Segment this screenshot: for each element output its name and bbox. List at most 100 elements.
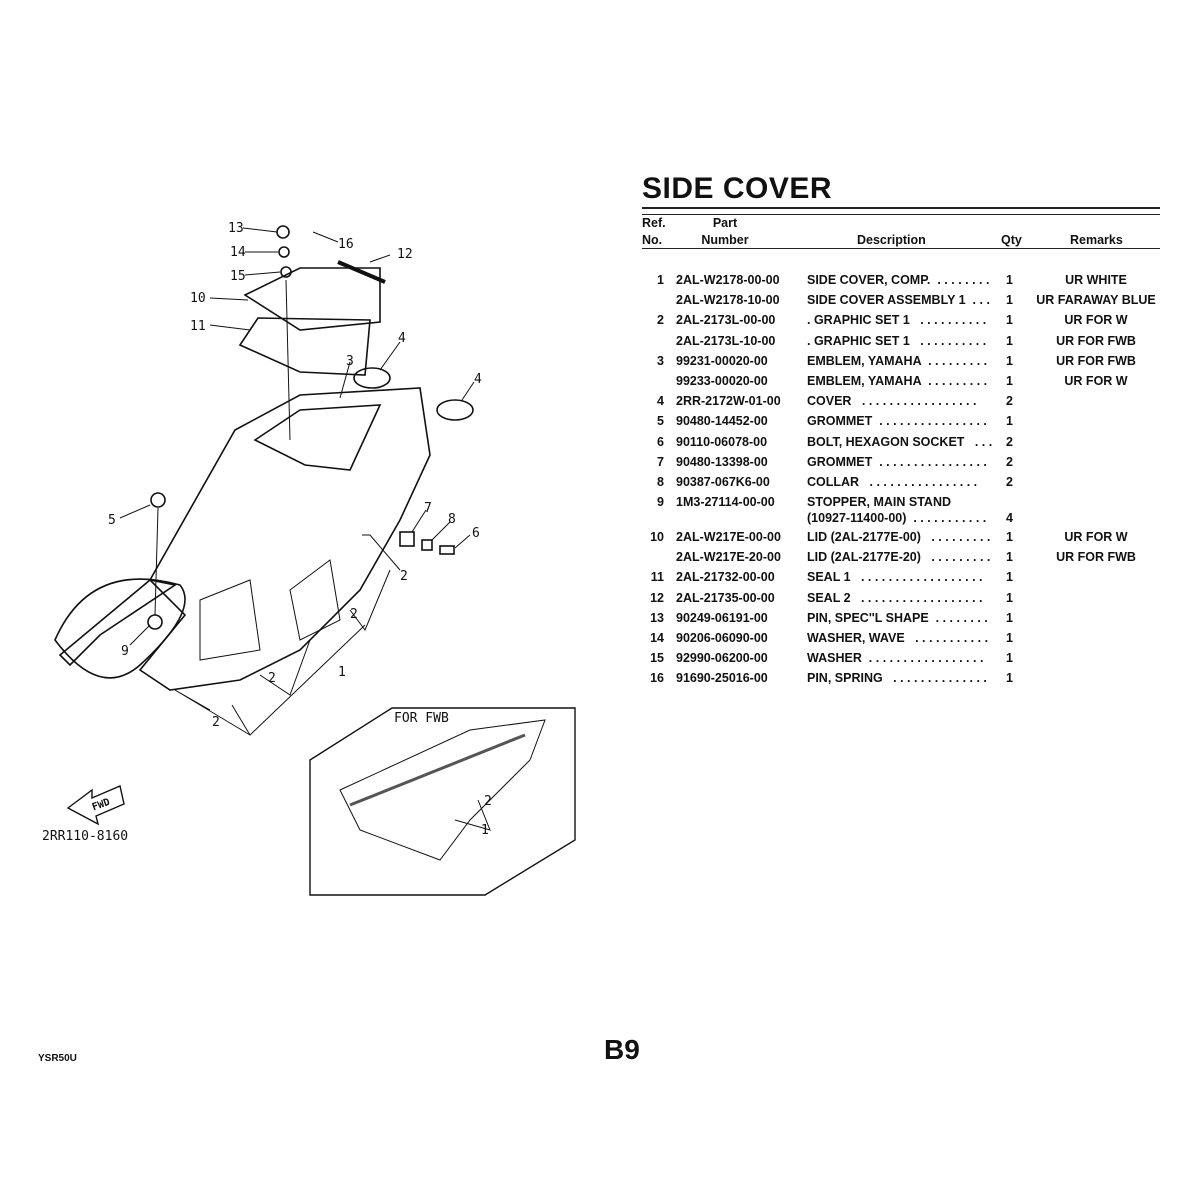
- part-number: 1M3-27114-00-00: [676, 495, 775, 510]
- callout-9: 9: [121, 644, 129, 659]
- remarks: UR FOR W: [1064, 313, 1128, 328]
- description: SIDE COVER, COMP. . . . . . . . .: [807, 273, 990, 287]
- callout-15: 15: [230, 269, 246, 284]
- callout-labels: 13 16 14 12 15 10 11 4 3 4 5 7 8 6 2 2 9…: [42, 221, 492, 844]
- quantity: 2: [1006, 394, 1013, 409]
- quantity: 1: [1006, 610, 1013, 625]
- title-rule: [642, 207, 1160, 215]
- part-number: 90480-13398-00: [676, 454, 768, 469]
- quantity: 2: [1006, 474, 1013, 489]
- callout-3: 3: [346, 354, 354, 369]
- callout-1: 1: [338, 665, 346, 680]
- header-ref: Ref.No.: [642, 215, 666, 249]
- pin-13: [276, 225, 290, 239]
- part-number: 90249-06191-00: [676, 610, 768, 625]
- ref-no: 16: [650, 671, 664, 686]
- description: WASHER, WAVE . . . . . . . . . . .: [807, 631, 989, 645]
- callout-16: 16: [338, 237, 354, 252]
- quantity: 2: [1006, 434, 1013, 449]
- description: EMBLEM, YAMAHA . . . . . . . . .: [807, 373, 988, 388]
- part-number: 90110-06078-00: [676, 434, 768, 449]
- remarks: UR WHITE: [1065, 273, 1127, 287]
- description: WASHER . . . . . . . . . . . . . . . . .: [807, 651, 984, 666]
- table-row: 2AL-2173L-10-00. GRAPHIC SET 1 . . . . .…: [642, 333, 1162, 353]
- parts-table: 1 2AL-W2178-00-00 SIDE COVER, COMP. . . . …: [642, 272, 1162, 691]
- part-number: 2AL-2173L-00-00: [676, 313, 776, 328]
- quantity: 1: [1006, 373, 1013, 388]
- callout-2c: 2: [268, 671, 276, 686]
- part-number: 99233-00020-00: [676, 373, 768, 388]
- quantity: 1: [1006, 313, 1013, 328]
- part-number: 2AL-W217E-00-00: [676, 530, 781, 545]
- header-part-line2: Number: [701, 233, 749, 247]
- description: COVER . . . . . . . . . . . . . . . . .: [807, 394, 977, 409]
- grommet-5: [150, 492, 166, 508]
- inset-callout-1: 1: [481, 823, 489, 838]
- part-number: 2RR-2172W-01-00: [676, 394, 781, 409]
- part-number: 90480-14452-00: [676, 414, 768, 429]
- part-number: 2AL-W2178-00-00: [676, 273, 780, 287]
- ref-no: 7: [657, 454, 664, 469]
- quantity: 1: [1006, 570, 1013, 585]
- cover-4a: [353, 367, 391, 389]
- table-row: 2AL-W217E-20-00 LID (2AL-2177E-20) . . . …: [642, 549, 1162, 569]
- description: PIN, SPRING . . . . . . . . . . . . . .: [807, 671, 987, 686]
- ref-no: 8: [657, 474, 664, 489]
- description: STOPPER, MAIN STAND (10927-11400-00) . .…: [807, 495, 987, 526]
- quantity: 1: [1006, 651, 1013, 666]
- graphic-panel: [289, 559, 341, 641]
- ref-no: 12: [650, 590, 664, 605]
- header-qty: Qty: [1001, 233, 1022, 247]
- description: . GRAPHIC SET 1 . . . . . . . . . .: [807, 333, 987, 348]
- callout-13: 13: [228, 221, 244, 236]
- description: LID (2AL-2177E-20) . . . . . . . . .: [807, 550, 991, 565]
- part-number: 2AL-21732-00-00: [676, 570, 775, 585]
- header-part-line1: Part: [712, 216, 738, 230]
- callout-2d: 2: [212, 715, 220, 730]
- ref-no: 1: [657, 273, 664, 287]
- page-number: B9: [604, 1034, 640, 1065]
- part-number: 91690-25016-00: [676, 671, 768, 686]
- description: . GRAPHIC SET 1 . . . . . . . . . .: [807, 313, 987, 328]
- description: GROMMET . . . . . . . . . . . . . . . .: [807, 414, 987, 429]
- header-ref-line2: No.: [642, 233, 663, 247]
- part-number: 90206-06090-00: [676, 631, 768, 645]
- description: BOLT, HEXAGON SOCKET . . .: [807, 434, 993, 449]
- quantity: 1: [1006, 671, 1013, 686]
- callout-7: 7: [424, 501, 432, 516]
- remarks: UR FOR W: [1064, 373, 1128, 388]
- description: COLLAR . . . . . . . . . . . . . . . .: [807, 474, 978, 489]
- callout-2a: 2: [400, 569, 408, 584]
- remarks: UR FOR W: [1064, 530, 1128, 545]
- remarks: UR FOR FWB: [1056, 333, 1136, 348]
- part-number: 2AL-W217E-20-00: [676, 550, 781, 565]
- callout-2b: 2: [350, 607, 358, 622]
- seal-1: [238, 317, 371, 376]
- remarks: UR FOR FWB: [1056, 550, 1136, 565]
- bolt-6: [439, 545, 455, 555]
- remarks: UR FARAWAY BLUE: [1036, 293, 1156, 308]
- drawing-code: 2RR110-8160: [42, 829, 128, 844]
- quantity: 1: [1006, 631, 1013, 645]
- description: SEAL 1 . . . . . . . . . . . . . . . . .…: [807, 570, 983, 585]
- page-title: SIDE COVER: [642, 172, 833, 205]
- callout-14: 14: [230, 245, 246, 260]
- fwd-arrow: [66, 785, 125, 826]
- table-row: 1 2AL-W2178-00-00 SIDE COVER, COMP. . . . …: [642, 272, 1162, 292]
- description: LID (2AL-2177E-00) . . . . . . . . .: [807, 530, 991, 545]
- quantity: 1: [1006, 550, 1013, 565]
- callout-4: 4: [398, 331, 406, 346]
- seat-tail: [58, 579, 178, 667]
- side-cover-body: [138, 387, 431, 691]
- callout-8: 8: [448, 512, 456, 527]
- quantity: 1: [1006, 353, 1013, 368]
